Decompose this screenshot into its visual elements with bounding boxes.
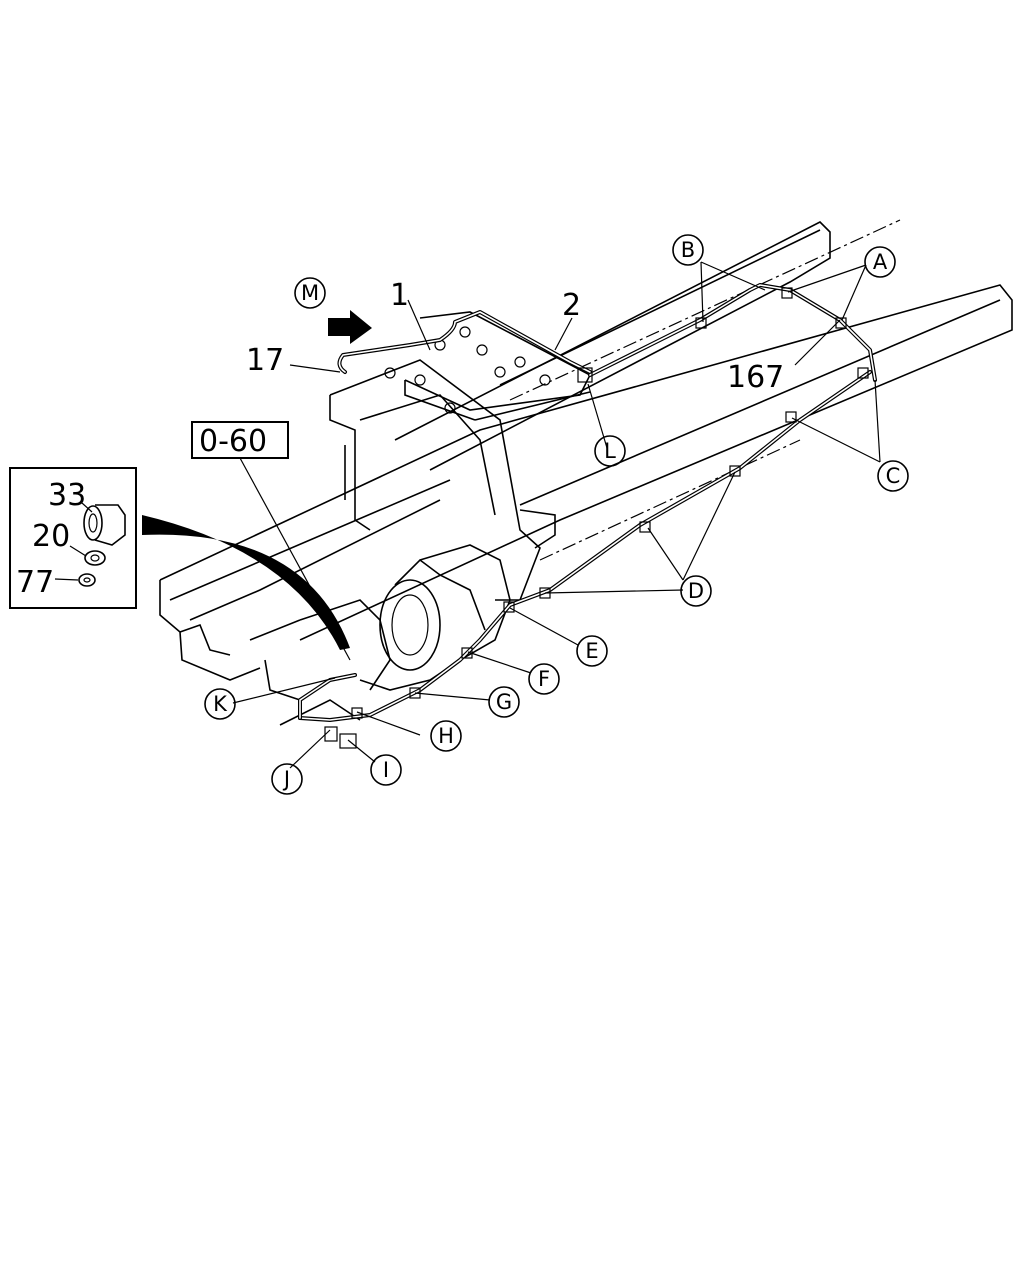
svg-text:I: I	[383, 758, 389, 782]
detail-label-33: 33	[48, 478, 86, 513]
callout-H: H	[430, 720, 462, 752]
detail-label-77: 77	[16, 565, 54, 600]
part-label-167: 167	[727, 360, 784, 395]
svg-text:C: C	[886, 464, 901, 488]
callout-D: D	[680, 575, 712, 607]
callout-E: E	[576, 635, 608, 667]
detail-label-20: 20	[32, 519, 70, 554]
callout-J: J	[271, 763, 303, 795]
svg-text:M: M	[301, 281, 319, 305]
svg-text:L: L	[604, 439, 616, 463]
svg-text:D: D	[688, 579, 704, 603]
callout-K: K	[204, 688, 236, 720]
part-label-1: 1	[390, 278, 409, 313]
svg-text:G: G	[496, 690, 512, 714]
svg-text:F: F	[538, 667, 550, 691]
svg-text:B: B	[681, 238, 695, 262]
detail-pointer-hose	[142, 515, 350, 650]
svg-text:H: H	[438, 724, 454, 748]
chassis-frame	[159, 219, 1013, 726]
part-label-17: 17	[246, 343, 284, 378]
callout-I: I	[370, 754, 402, 786]
brake-pipes	[298, 283, 877, 749]
callout-L: L	[594, 435, 626, 467]
part-label-2: 2	[562, 288, 581, 323]
ref-box-frame	[191, 421, 289, 459]
svg-text:K: K	[213, 692, 228, 716]
callout-M: M	[294, 277, 326, 309]
callout-G: G	[488, 686, 520, 718]
view-arrow	[328, 310, 372, 344]
callout-F: F	[528, 663, 560, 695]
svg-text:E: E	[585, 639, 598, 663]
svg-text:J: J	[282, 767, 290, 791]
ref-box-label: 0-60	[199, 424, 267, 459]
detail-inset	[9, 467, 137, 609]
callout-A: A	[864, 246, 896, 278]
callout-C: C	[877, 460, 909, 492]
svg-text:A: A	[873, 250, 888, 274]
callout-B: B	[672, 234, 704, 266]
leader-lines	[232, 261, 881, 769]
